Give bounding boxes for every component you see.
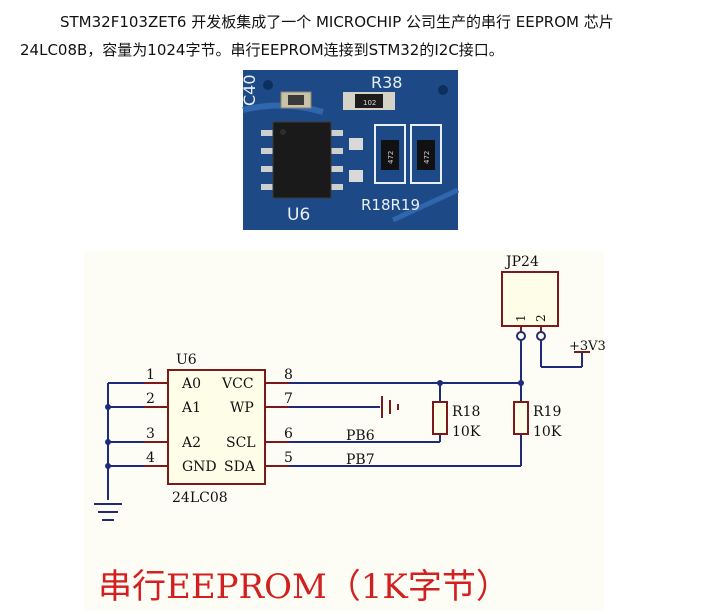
- eeprom-schematic: U6 24LC08 1 2 3 4 A0 A1 A2 GND VCC WP SC…: [84, 250, 606, 610]
- r19-ref-label: R19: [533, 404, 561, 420]
- pin-4-number: 4: [146, 450, 155, 466]
- pin-6-number: 6: [284, 426, 293, 442]
- silk-r18r19: R18R19: [361, 196, 420, 214]
- pin-wp-name: WP: [230, 400, 254, 416]
- jp24-header: [501, 271, 559, 327]
- u6-chip-body: [167, 369, 266, 485]
- pin-5-number: 5: [284, 450, 293, 466]
- silk-u6: U6: [287, 205, 310, 225]
- r18-resistor: [432, 401, 448, 435]
- pin-gnd-name: GND: [182, 459, 217, 475]
- pin-scl-name: SCL: [226, 435, 256, 451]
- pin-vcc-name: VCC: [221, 376, 254, 392]
- power-label: +3V3: [569, 339, 606, 354]
- pin-a2-name: A2: [181, 435, 201, 451]
- pin-7-number: 7: [284, 391, 293, 407]
- schematic-caption: 串行EEPROM（1K字节）: [98, 567, 510, 607]
- silk-472-a: 472: [387, 151, 395, 164]
- pin-a1-name: A1: [181, 400, 201, 416]
- schematic-drawing: U6 24LC08 1 2 3 4 A0 A1 A2 GND VCC WP SC…: [94, 254, 606, 607]
- net-label-scl: PB6: [346, 428, 375, 444]
- silk-r38: R38: [371, 73, 402, 92]
- intro-line-1: STM32F103ZET6 开发板集成了一个 MICROCHIP 公司生产的串行…: [60, 13, 614, 31]
- r19-resistor: [513, 401, 529, 435]
- pin-1-number: 1: [146, 367, 155, 383]
- chip-part-label: 24LC08: [172, 490, 228, 506]
- board-photo: C40 R38 102 472 472 U6 R18: [240, 70, 460, 230]
- net-label-sda: PB7: [346, 452, 375, 468]
- ground-icon: [94, 503, 122, 521]
- wp-ground-icon: [381, 396, 399, 418]
- r19-value-label: 10K: [533, 424, 562, 440]
- intro-line-2: 24LC08B，容量为1024字节。串行EEPROM连接到STM32的I2C接口…: [20, 41, 504, 59]
- jumper-pin-2-label: 2: [534, 314, 548, 322]
- r18-ref-label: R18: [452, 404, 480, 420]
- board-photo-drawing: C40 R38 102 472 472 U6 R18: [240, 70, 460, 230]
- intro-paragraph: STM32F103ZET6 开发板集成了一个 MICROCHIP 公司生产的串行…: [20, 8, 690, 64]
- silk-c40: C40: [240, 74, 259, 106]
- pin-2-number: 2: [146, 391, 155, 407]
- silk-472-b: 472: [423, 151, 431, 164]
- pin-a0-name: A0: [181, 376, 201, 392]
- jumper-pin-1-label: 1: [514, 314, 528, 322]
- pin-sda-name: SDA: [224, 459, 256, 475]
- silk-102: 102: [363, 99, 376, 107]
- pin-3-number: 3: [146, 426, 155, 442]
- jumper-ref-label: JP24: [504, 254, 539, 270]
- r18-value-label: 10K: [452, 424, 481, 440]
- pin-8-number: 8: [284, 367, 293, 383]
- chip-ref-label: U6: [176, 352, 197, 368]
- eeprom-chip-photo: [261, 121, 343, 199]
